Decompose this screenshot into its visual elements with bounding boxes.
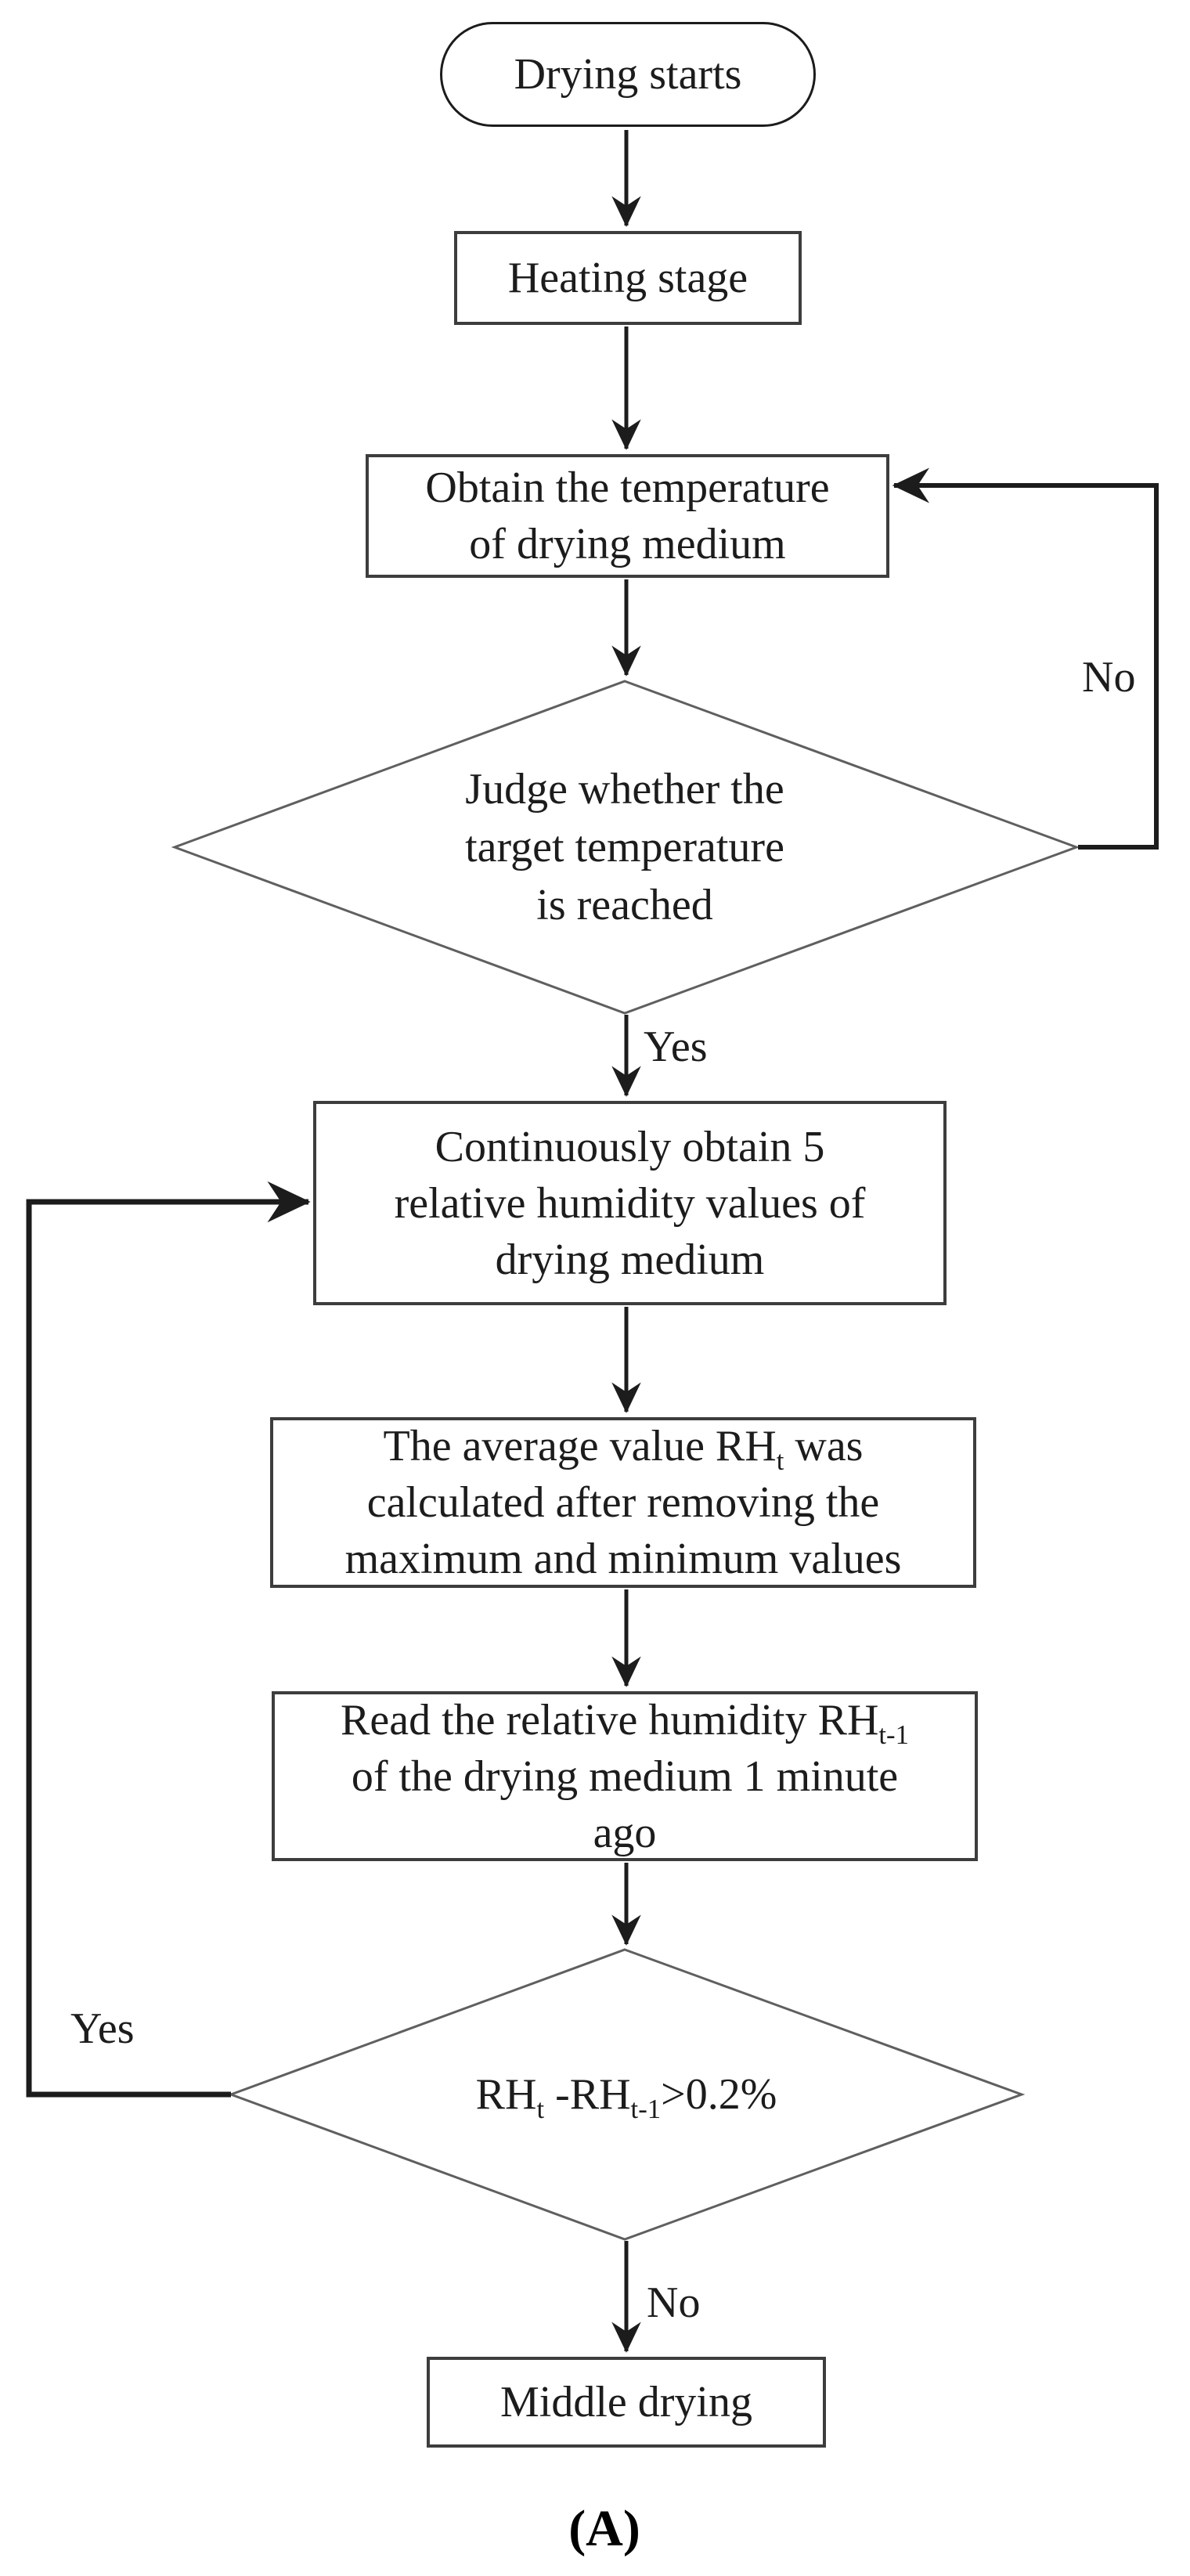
obtain-humidity-line-3: drying medium	[495, 1235, 765, 1284]
average-humidity-line-1: The average value RHt was	[383, 1422, 864, 1477]
start-terminator: Drying starts	[440, 22, 816, 127]
obtain-humidity-box: Continuously obtain 5 relative humidity …	[313, 1101, 947, 1305]
obtain-humidity-line-1: Continuously obtain 5	[435, 1122, 825, 1171]
obtain-temperature-line-2: of drying medium	[469, 520, 786, 568]
obtain-temperature-line-1: Obtain the temperature	[425, 464, 830, 512]
heating-stage-label: Heating stage	[507, 254, 748, 302]
start-label: Drying starts	[514, 50, 742, 99]
judge-temperature-text: Judge whether the target temperature is …	[351, 756, 899, 938]
label-no-humidity: No	[647, 2278, 701, 2327]
average-humidity-line-2: calculated after removing the	[366, 1478, 880, 1527]
label-yes-humidity: Yes	[70, 2004, 135, 2053]
judge-temperature-line-1: Judge whether the	[465, 765, 784, 814]
label-no-temperature: No	[1082, 653, 1136, 702]
average-humidity-box: The average value RHt was calculated aft…	[270, 1417, 976, 1588]
middle-drying-box: Middle drying	[427, 2357, 826, 2448]
judge-humidity-text: RHt -RHt-1>0.2%	[352, 2065, 900, 2123]
loop-yes-humidity-line	[26, 1181, 311, 2098]
label-yes-temperature: Yes	[644, 1023, 708, 1071]
judge-temperature-diamond	[171, 680, 1080, 1015]
read-humidity-line-3: ago	[593, 1808, 657, 1857]
judge-humidity-condition: RHt -RHt-1>0.2%	[475, 2070, 777, 2125]
middle-drying-label: Middle drying	[500, 2378, 752, 2426]
read-humidity-box: Read the relative humidity RHt-1 of the …	[272, 1691, 978, 1861]
read-humidity-line-2: of the drying medium 1 minute	[351, 1752, 899, 1801]
loop-no-temperature-line	[892, 467, 1159, 850]
obtain-humidity-line-2: relative humidity values of	[394, 1178, 866, 1228]
heating-stage-box: Heating stage	[454, 231, 802, 325]
judge-humidity-diamond	[227, 1948, 1026, 2241]
average-humidity-line-3: maximum and minimum values	[344, 1535, 902, 1583]
read-humidity-line-1: Read the relative humidity RHt-1	[341, 1695, 909, 1750]
obtain-temperature-box: Obtain the temperature of drying medium	[366, 454, 889, 578]
judge-temperature-line-2: target temperature	[465, 823, 784, 871]
figure-caption: (A)	[568, 2500, 640, 2557]
judge-temperature-line-3: is reached	[536, 881, 713, 929]
